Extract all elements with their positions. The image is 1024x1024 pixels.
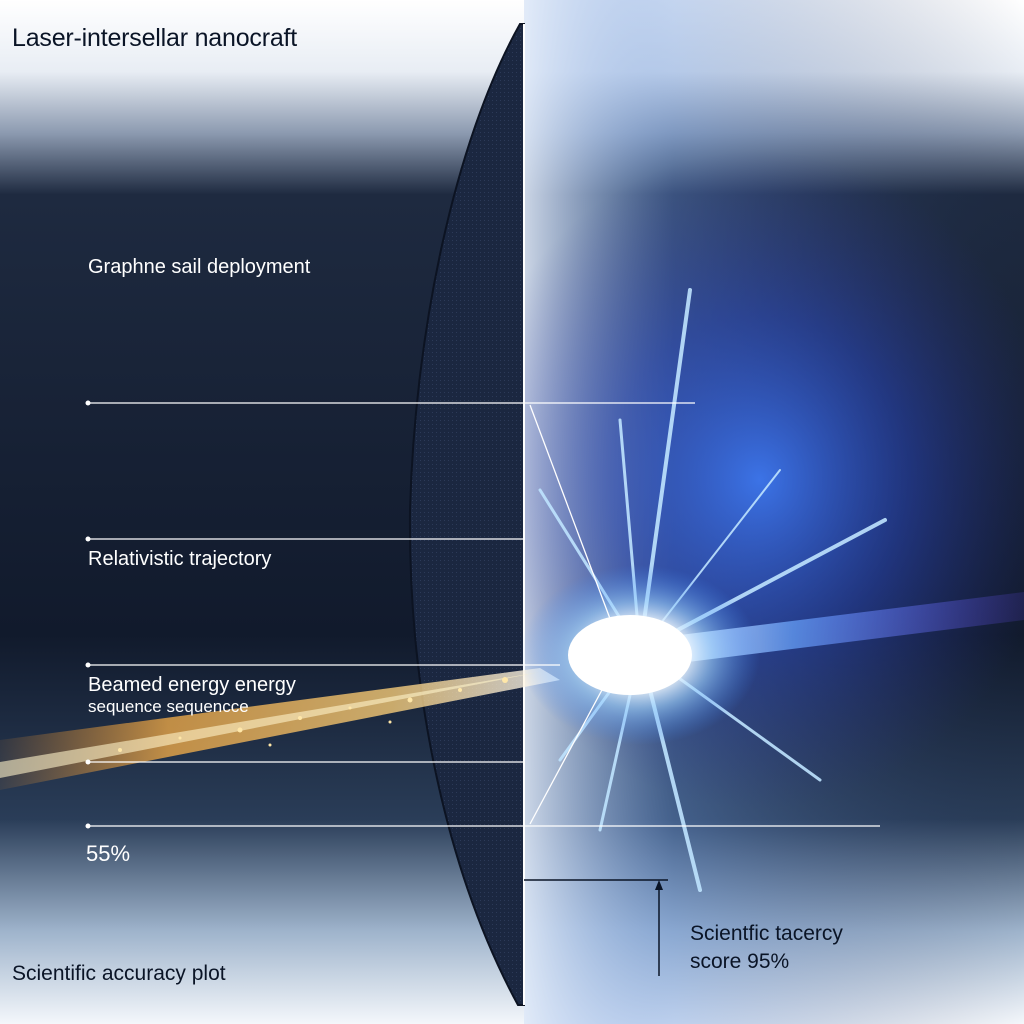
beamed-energy-sublabel: sequence sequencce — [88, 697, 249, 717]
beamed-energy-label: Beamed energy energy — [88, 674, 296, 697]
page-title: Laser-intersellar nanocraft — [12, 24, 297, 53]
sail-deployment-label: Graphne sail deployment — [88, 256, 310, 279]
percent-label: 55% — [86, 841, 130, 867]
score-label-line2: score 95% — [690, 950, 789, 974]
score-label-line1: Scientfic tacercy — [690, 922, 843, 946]
footer-caption: Scientific accuracy plot — [12, 962, 226, 986]
trajectory-label: Relativistic trajectory — [88, 548, 271, 571]
